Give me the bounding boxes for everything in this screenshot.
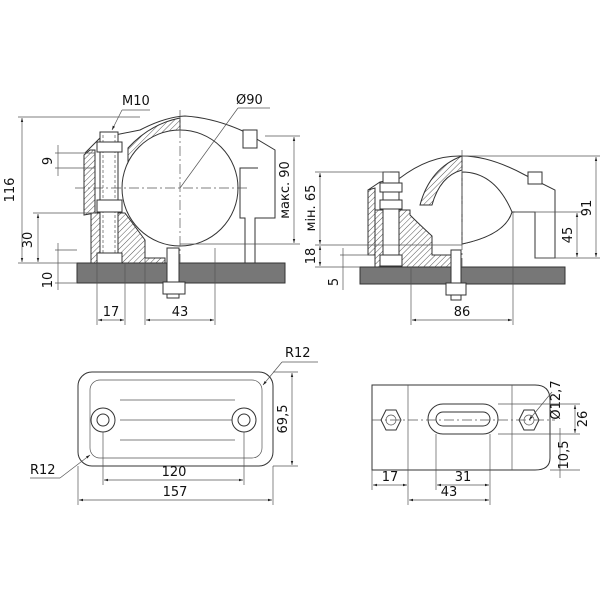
anchor-bolt: [450, 249, 462, 301]
top-nut: [379, 182, 403, 193]
dim-min-height: мін. 65: [304, 185, 319, 232]
base-outline: [77, 371, 274, 467]
dim-base-height: 30: [21, 232, 36, 249]
bottom-nut: [96, 252, 123, 264]
label-thread-m10: M10: [122, 94, 150, 109]
dim-base-height: 18: [304, 248, 319, 265]
dim-plate-thickness: 5: [327, 278, 342, 286]
dim-hole-offset: 17: [382, 470, 399, 485]
cap-wall-section: [83, 149, 96, 216]
dim-center-to-bolt: 43: [172, 305, 189, 320]
side-view: мін. 65 18 5 86 45 91: [304, 150, 600, 325]
dim-bracket-height: 45: [561, 227, 576, 244]
middle-nut: [379, 199, 403, 210]
base-plate: [76, 262, 286, 284]
dim-depth: 69,5: [276, 405, 291, 434]
dim-slot-length: 31: [455, 470, 472, 485]
dim-slot-width: 26: [576, 411, 591, 428]
dim-edge-offset: 10,5: [557, 441, 572, 470]
dim-bolt-offset: 17: [103, 305, 120, 320]
label-radius-top: R12: [285, 346, 311, 361]
dim-overall-length: 157: [163, 485, 188, 500]
dim-width: 86: [454, 305, 471, 320]
dim-max-height: макс. 90: [278, 161, 293, 219]
dim-slot-offset: 43: [441, 485, 458, 500]
bottom-nut: [379, 254, 403, 267]
rear-bolt: [527, 171, 543, 185]
base-plate: [359, 266, 566, 285]
rear-bolt: [242, 129, 258, 149]
dim-overall-height: 91: [580, 200, 595, 217]
anchor-nut: [162, 281, 186, 295]
top-nut: [96, 141, 123, 153]
label-radius-bottom: R12: [30, 463, 56, 478]
base-view: Ø12,7 26 10,5 17 31 43: [371, 380, 591, 505]
dim-hole-spacing: 120: [162, 465, 187, 480]
pipe-profile: [461, 171, 513, 245]
middle-nut: [96, 199, 123, 213]
front-view: 116 9 30 10 17 43 M10 Ø90 макс. 90: [3, 93, 300, 325]
top-view: R12 R12 69,5 120 157: [30, 346, 318, 505]
dim-nut-height: 9: [41, 157, 56, 165]
label-hole-diameter: Ø12,7: [549, 380, 564, 419]
dim-plate-thickness: 10: [41, 272, 56, 289]
anchor-nut: [445, 282, 467, 296]
label-pipe-diameter: Ø90: [236, 93, 263, 108]
dim-overall-height: 116: [3, 178, 18, 203]
